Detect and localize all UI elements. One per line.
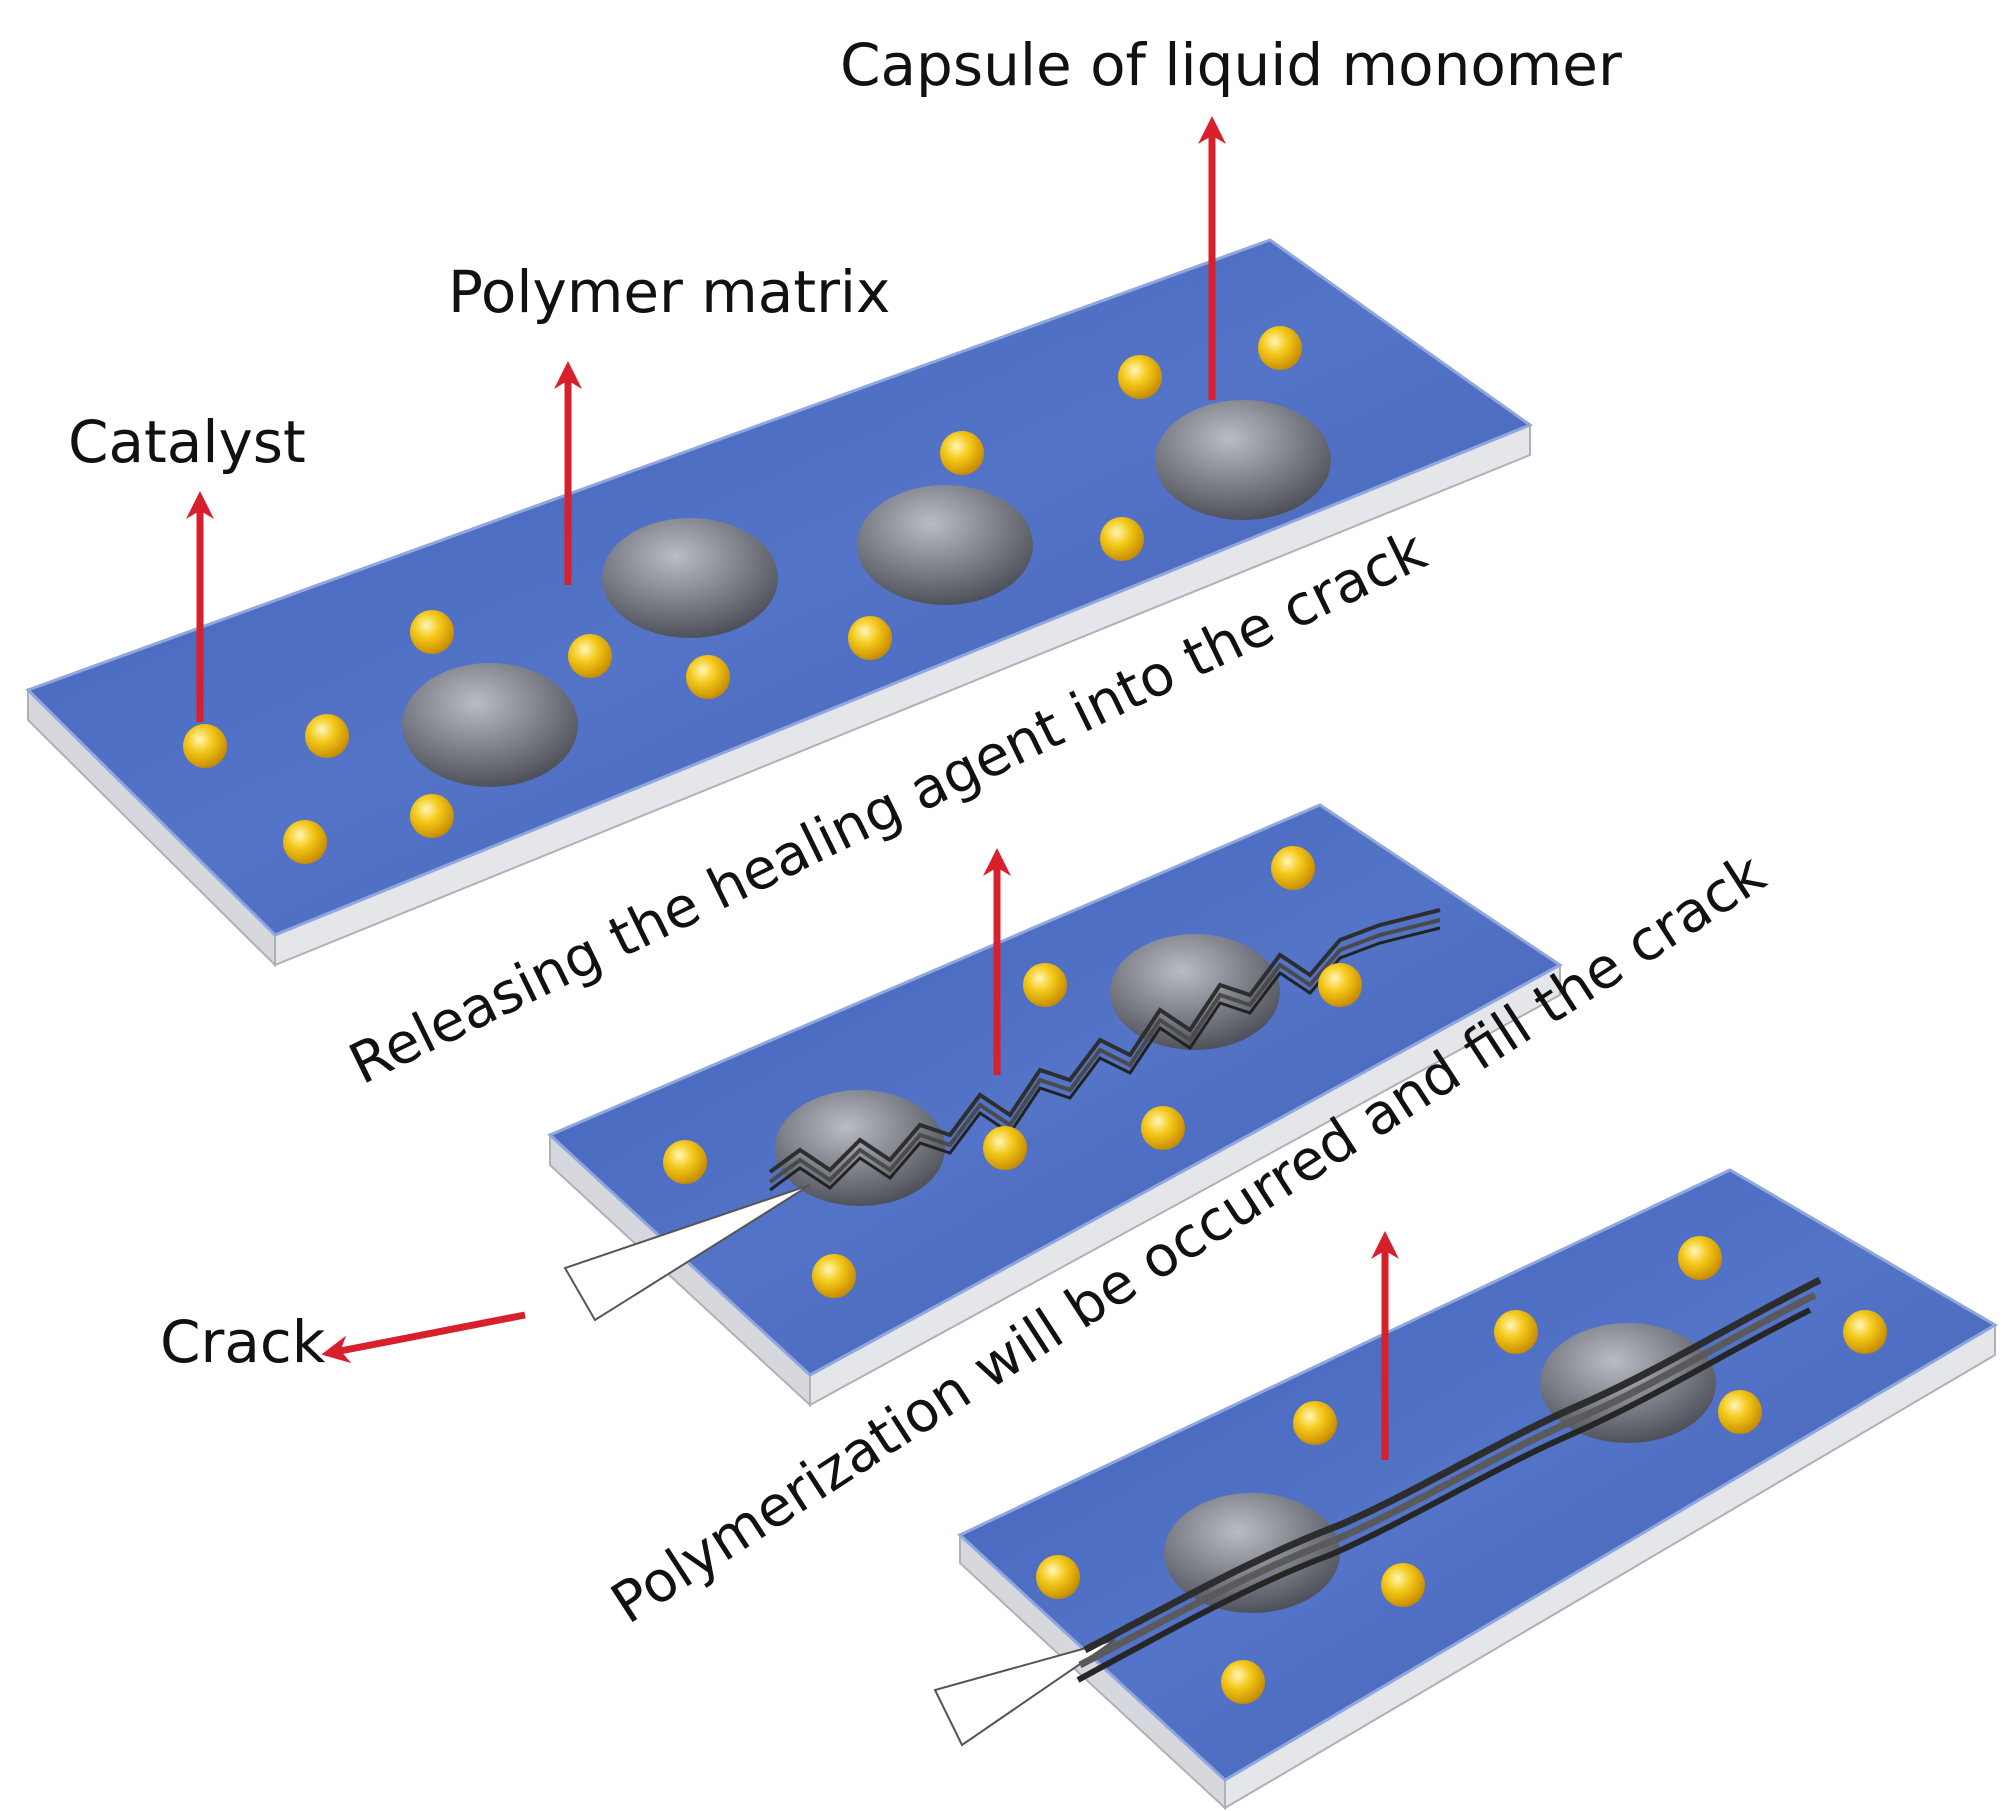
cracked-panel [547, 803, 1563, 1408]
arrows [186, 116, 1399, 1460]
catalyst-particle [848, 616, 892, 660]
catalyst-particle [1258, 326, 1302, 370]
catalyst-particle [1381, 1563, 1425, 1607]
catalyst-particle [1318, 963, 1362, 1007]
catalyst-particle [410, 610, 454, 654]
healed-panel [933, 1168, 1998, 1811]
capsule [857, 485, 1033, 605]
catalyst-particle [1221, 1660, 1265, 1704]
catalyst-particle [686, 655, 730, 699]
capsule [602, 518, 778, 638]
intact-panel [25, 238, 1534, 968]
catalyst-label: Catalyst [68, 408, 306, 476]
catalyst-particle [1271, 846, 1315, 890]
crack-line [768, 908, 1441, 1174]
crack [563, 908, 1441, 1322]
catalyst-particle [183, 724, 227, 768]
intact-panel-capsules [402, 400, 1331, 787]
capsule [402, 663, 578, 787]
polymer-fill [1083, 1276, 1822, 1654]
polymer-fill [1078, 1291, 1817, 1669]
catalyst-particle [812, 1254, 856, 1298]
capsule [1155, 400, 1331, 520]
catalyst-particle [983, 1126, 1027, 1170]
intact-panel-matrix [25, 238, 1534, 937]
catalyst-particle [1678, 1236, 1722, 1280]
catalyst-particle [1718, 1390, 1762, 1434]
catalyst-particle [663, 1140, 707, 1184]
catalyst-particle [283, 820, 327, 864]
catalyst-particle [1036, 1555, 1080, 1599]
capsule-label: Capsule of liquid monomer [840, 31, 1622, 99]
crack-label: Crack [160, 1308, 326, 1376]
catalyst-particle [1141, 1106, 1185, 1150]
crack-wedge [563, 1184, 811, 1322]
catalyst-particle [410, 794, 454, 838]
catalyst-particle [940, 431, 984, 475]
crack-line [768, 918, 1441, 1184]
filled-crack [933, 1276, 1822, 1747]
intact-panel-catalyst [183, 326, 1302, 864]
matrix-label: Polymer matrix [448, 258, 890, 326]
catalyst-particle [568, 634, 612, 678]
polymer-fill [1076, 1307, 1812, 1683]
catalyst-particle [1293, 1401, 1337, 1445]
crack-line [769, 926, 1441, 1192]
cracked-panel-matrix [547, 803, 1563, 1377]
catalyst-particle [305, 714, 349, 758]
catalyst-particle [1118, 355, 1162, 399]
catalyst-particle [1023, 963, 1067, 1007]
catalyst-particle [1843, 1310, 1887, 1354]
catalyst-particle [1100, 517, 1144, 561]
catalyst-particle [1494, 1310, 1538, 1354]
crack-wedge [933, 1639, 1116, 1747]
crack-arrow [321, 1311, 526, 1364]
